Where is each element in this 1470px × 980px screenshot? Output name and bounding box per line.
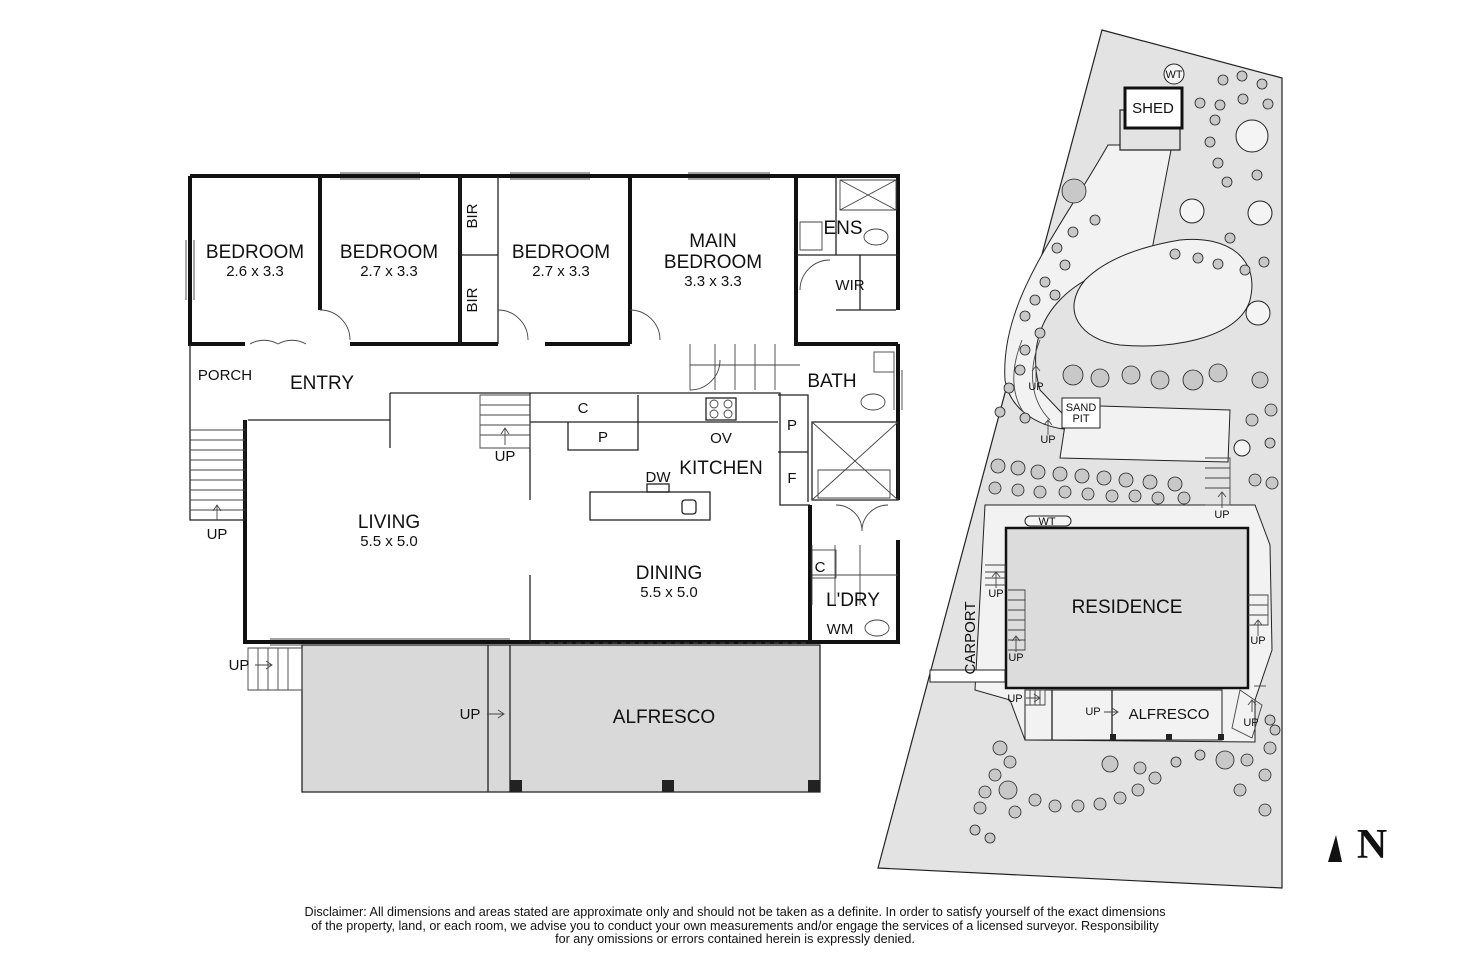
disclaimer: Disclaimer: All dimensions and areas sta… xyxy=(235,905,1235,947)
residence-label: RESIDENCE xyxy=(1072,597,1183,618)
dishwasher-label: DW xyxy=(646,469,672,486)
disclaimer-line1: Disclaimer: All dimensions and areas sta… xyxy=(304,905,1166,919)
laundry-label: L'DRY xyxy=(826,590,880,611)
alfresco-label: ALFRESCO xyxy=(613,707,715,728)
site-up-label-7: UP xyxy=(1007,693,1022,705)
site-water-tank-label-residence: WT xyxy=(1038,516,1055,528)
main-bedroom-label-line1: MAIN xyxy=(689,231,737,252)
washing-machine-label: WM xyxy=(827,621,854,638)
entry-label: ENTRY xyxy=(290,373,354,394)
cupboard-label: C xyxy=(578,400,589,417)
bedroom2-label: BEDROOM xyxy=(340,242,438,263)
residence-footprint xyxy=(1004,526,1250,690)
site-water-tank-label-shed: WT xyxy=(1165,69,1182,81)
main-bedroom-label-line2: BEDROOM xyxy=(664,252,762,273)
bath-label: BATH xyxy=(807,371,856,392)
site-up-label-4: UP xyxy=(988,588,1003,600)
porch-label: PORCH xyxy=(198,367,252,384)
up-label-deck-stairs: UP xyxy=(229,657,250,674)
site-up-label-5: UP xyxy=(1008,652,1023,664)
fridge-label: F xyxy=(787,470,796,487)
bir-label-upper: BIR xyxy=(464,203,481,228)
dining-size: 5.5 x 5.0 xyxy=(640,584,698,601)
bir-label-lower: BIR xyxy=(464,287,481,312)
site-up-label-9: UP xyxy=(1243,717,1258,729)
laundry-cupboard-label: C xyxy=(815,559,826,576)
bedroom1-size: 2.6 x 3.3 xyxy=(226,263,284,280)
living-size: 5.5 x 5.0 xyxy=(360,533,418,550)
sand-pit-label-line2: PIT xyxy=(1072,413,1089,425)
up-label-alfresco: UP xyxy=(460,706,481,723)
site-up-label-2: UP xyxy=(1040,434,1055,446)
up-label-kitchen-stairs: UP xyxy=(495,448,516,465)
wir-label: WIR xyxy=(835,277,864,294)
ensuite-label: ENS xyxy=(823,218,862,239)
bedroom3-size: 2.7 x 3.3 xyxy=(532,263,590,280)
north-label: N xyxy=(1357,822,1387,868)
dining-label: DINING xyxy=(636,563,703,584)
site-up-label-8: UP xyxy=(1085,706,1100,718)
floor-plan-building xyxy=(185,172,903,793)
up-label-porch-stairs: UP xyxy=(207,526,228,543)
site-alfresco-label: ALFRESCO xyxy=(1129,706,1210,723)
bedroom3-label: BEDROOM xyxy=(512,242,610,263)
site-up-label-6: UP xyxy=(1250,635,1265,647)
pantry-label: P xyxy=(598,429,608,446)
disclaimer-line2: of the property, land, or each room, we … xyxy=(311,918,1159,933)
kitchen-label: KITCHEN xyxy=(679,458,762,479)
sand-pit-label-line1: SAND xyxy=(1066,402,1097,414)
site-plan xyxy=(877,29,1283,889)
site-up-label-3: UP xyxy=(1214,509,1229,521)
carport-label: CARPORT xyxy=(962,601,979,674)
site-up-label-1: UP xyxy=(1028,381,1043,393)
oven-label: OV xyxy=(710,430,732,447)
living-label: LIVING xyxy=(358,512,420,533)
pantry-label-2: P xyxy=(787,417,797,434)
disclaimer-line3: for any omissions or errors contained he… xyxy=(555,932,915,946)
main-bedroom-size: 3.3 x 3.3 xyxy=(684,273,742,290)
bedroom2-size: 2.7 x 3.3 xyxy=(360,263,418,280)
north-arrow-icon xyxy=(1328,835,1342,862)
shed-label: SHED xyxy=(1132,100,1174,117)
bedroom1-label: BEDROOM xyxy=(206,242,304,263)
